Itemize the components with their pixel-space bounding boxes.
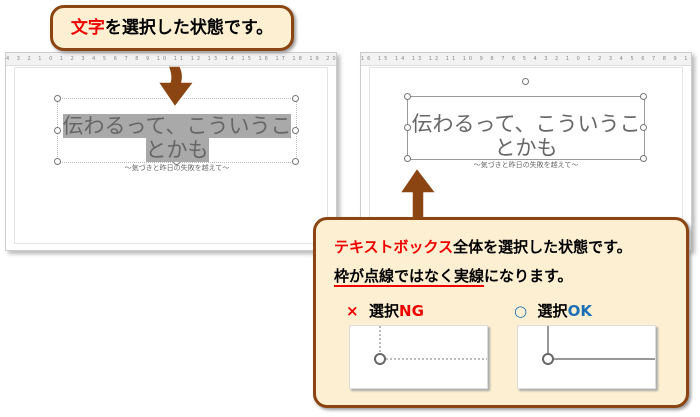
ok-label: ○ 選択OK	[514, 300, 592, 321]
callout-line2: 枠が点線ではなく実線になります。	[334, 265, 573, 287]
resize-handle[interactable]	[292, 95, 299, 102]
resize-handle[interactable]	[640, 93, 647, 100]
callout-highlight: テキストボックス	[334, 238, 454, 256]
cross-icon: ×	[346, 302, 359, 320]
ruler: 16 15 14 13 12 11 10 9 8 7 6 5 4 3 2 1 0…	[361, 53, 691, 66]
solid-border-example	[542, 326, 655, 365]
title-line2: とかも	[494, 136, 558, 160]
ok-status: OK	[567, 302, 592, 320]
callout-highlight: 文字	[70, 18, 105, 38]
ng-label: × 選択NG	[346, 300, 424, 321]
resize-handle[interactable]	[54, 158, 61, 165]
slide-subtitle: 〜気づきと昨日の失敗を越えて〜	[473, 161, 579, 169]
up-arrow-icon	[398, 166, 438, 225]
selected-text-line2[interactable]: とかも	[145, 138, 209, 162]
rotate-handle[interactable]	[522, 78, 529, 85]
callout-text: になります。	[484, 267, 573, 285]
resize-handle[interactable]	[404, 124, 411, 131]
underlined-text: 枠が点線ではなく実線	[334, 267, 485, 287]
callout-text: を選択した状態です。	[104, 18, 274, 38]
ng-status: NG	[399, 302, 424, 320]
resize-handle[interactable]	[640, 124, 647, 131]
ruler: 4 3 2 1 0 1 2 3 4 5 6 7 8 9 10 11 12 13 …	[6, 53, 336, 66]
ok-text: 選択	[537, 302, 568, 320]
top-callout: 文字を選択した状態です。	[50, 5, 294, 51]
resize-handle[interactable]	[54, 95, 61, 102]
callout-text: 全体を選択した状態です。	[453, 238, 632, 256]
resize-handle[interactable]	[404, 93, 411, 100]
circle-icon: ○	[514, 302, 528, 320]
callout-line1: テキストボックス全体を選択した状態です。	[334, 236, 632, 257]
ok-example	[517, 325, 656, 389]
slide-subtitle: 〜気づきと昨日の失敗を越えて〜	[124, 164, 230, 172]
dotted-border-example	[374, 326, 487, 365]
selected-text-line1[interactable]: 伝わるって、こういうこ	[62, 114, 292, 138]
resize-handle[interactable]	[292, 127, 299, 134]
resize-handle[interactable]	[292, 158, 299, 165]
resize-handle[interactable]	[404, 155, 411, 162]
ng-text: 選択	[369, 302, 400, 320]
ng-example	[349, 325, 488, 389]
resize-handle[interactable]	[640, 155, 647, 162]
bottom-callout: テキストボックス全体を選択した状態です。 枠が点線ではなく実線になります。 × …	[313, 217, 689, 408]
slide-title[interactable]: 伝わるって、こういうこ とかも	[57, 114, 297, 162]
down-arrow-icon	[156, 66, 196, 109]
title-line1: 伝わるって、こういうこ	[411, 112, 641, 136]
slide-title[interactable]: 伝わるって、こういうこ とかも	[407, 112, 645, 160]
resize-handle[interactable]	[54, 127, 61, 134]
